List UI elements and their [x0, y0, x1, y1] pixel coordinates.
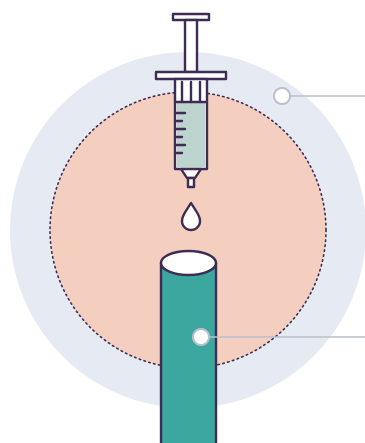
test-tube-icon — [161, 251, 216, 443]
test-tube-opening — [161, 251, 216, 275]
callout-dot — [274, 88, 290, 104]
callout-outer-circle — [274, 88, 365, 104]
syringe-needle — [188, 178, 194, 187]
callout-dot — [193, 329, 209, 345]
syringe-plunger-rod — [185, 20, 197, 72]
test-tube-body — [161, 263, 216, 443]
